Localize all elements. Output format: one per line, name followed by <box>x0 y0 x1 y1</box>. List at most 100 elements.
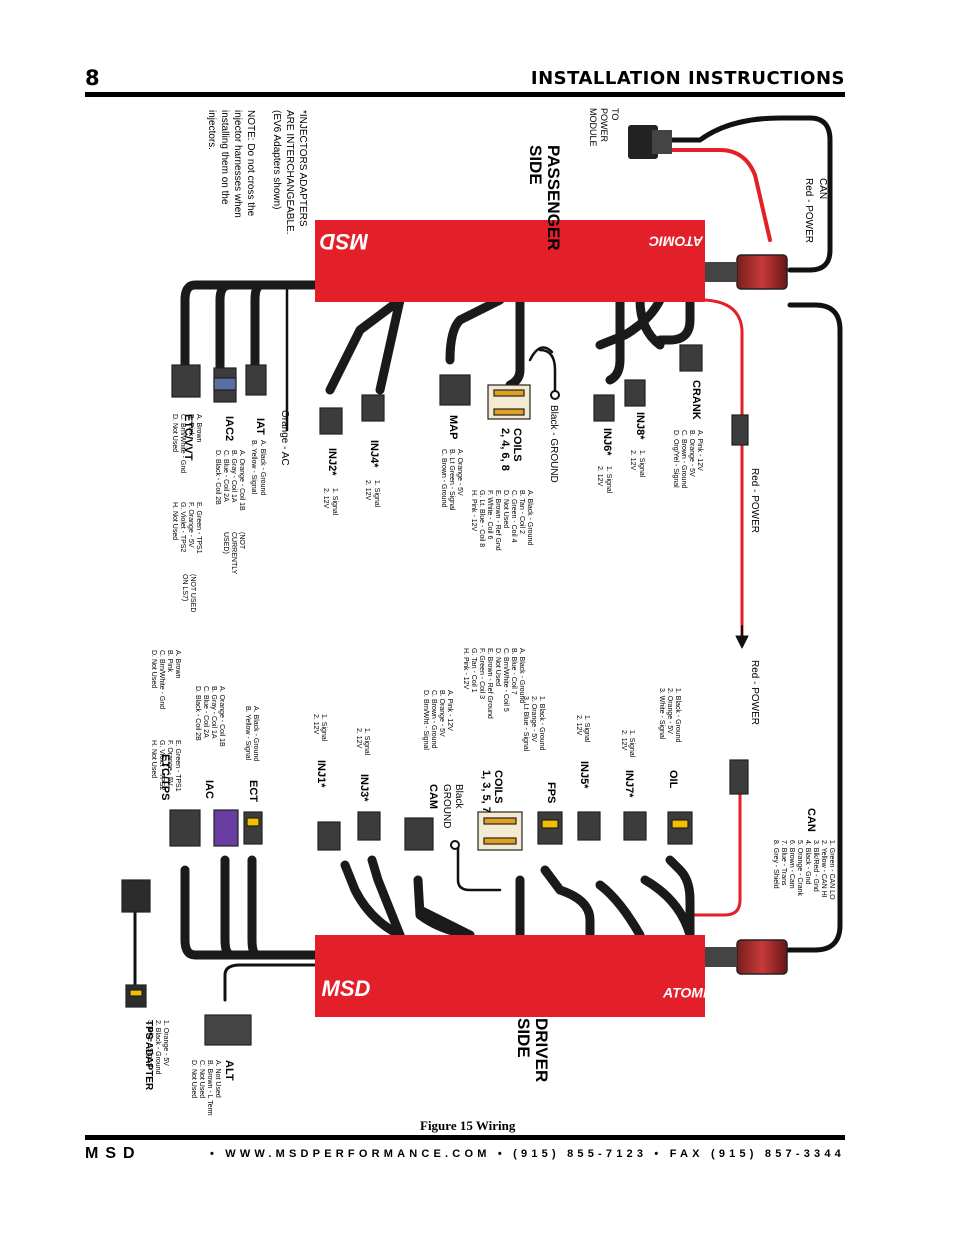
svg-text:D. Black - Coil 2B: D. Black - Coil 2B <box>194 686 201 741</box>
svg-text:(EV6 Adapters shown): (EV6 Adapters shown) <box>271 110 282 210</box>
svg-text:B. Yellow - Signal: B. Yellow - Signal <box>244 706 251 761</box>
svg-text:SIDE: SIDE <box>526 145 545 185</box>
svg-text:B. Tan - Coil 2: B. Tan - Coil 2 <box>518 490 525 534</box>
svg-text:A. Brown: A. Brown <box>195 414 202 443</box>
svg-text:1. Signal: 1. Signal <box>583 715 590 743</box>
harness-oil <box>665 855 695 940</box>
svg-text:INJ1*: INJ1* <box>315 760 327 788</box>
driver-module: MSD ATOMIC <box>315 935 718 1017</box>
svg-text:CAN: CAN <box>805 808 817 832</box>
svg-text:INJ3*: INJ3* <box>358 774 370 802</box>
iat-label: IAT A. Black - Ground B. Yellow - Signal <box>250 418 266 495</box>
inj1-connector <box>317 821 341 851</box>
svg-text:3. Lt Blue - Signal: 3. Lt Blue - Signal <box>522 696 529 752</box>
footer-contact: • WWW.MSDPERFORMANCE.COM • (915) 855-712… <box>209 1148 845 1160</box>
svg-text:Black: Black <box>453 784 464 809</box>
svg-text:ECT: ECT <box>247 780 259 802</box>
inj8-connector <box>624 379 646 407</box>
svg-text:7. Blue - Trans: 7. Blue - Trans <box>780 840 787 886</box>
svg-text:G. Violet - TPS2: G. Violet - TPS2 <box>179 502 186 552</box>
svg-text:IAT: IAT <box>254 418 266 435</box>
svg-text:C. Green - Coil 4: C. Green - Coil 4 <box>510 490 517 543</box>
svg-text:B. Gray - Coil 1A: B. Gray - Coil 1A <box>230 450 237 503</box>
inj1-label: 1. Signal 2. 12V INJ1* <box>312 714 327 788</box>
header-rule <box>85 92 845 97</box>
svg-text:2. Yellow - CAN HI: 2. Yellow - CAN HI <box>820 840 827 898</box>
svg-text:2. 12V: 2. 12V <box>322 488 329 509</box>
svg-text:A. Not Used: A. Not Used <box>214 1060 221 1098</box>
svg-text:C. Brown - Ground: C. Brown - Ground <box>430 690 437 748</box>
page-header: 8 INSTALLATION INSTRUCTIONS <box>85 66 845 92</box>
svg-text:E. Green - TPS1: E. Green - TPS1 <box>174 740 181 792</box>
svg-text:B. Orange - 5V: B. Orange - 5V <box>688 430 695 477</box>
svg-text:TPS ADAPTER: TPS ADAPTER <box>143 1020 154 1091</box>
etc-tps-label: A. Brown B. Pink C. Brn/White - Gnd D. N… <box>150 650 181 800</box>
svg-text:A. Black - Ground: A. Black - Ground <box>526 490 533 545</box>
svg-text:1. Orange - 5V: 1. Orange - 5V <box>162 1020 169 1066</box>
svg-text:2. Orange - 5V: 2. Orange - 5V <box>530 696 537 742</box>
iac2-label: IAC2 A. Orange - Coil 1B B. Gray - Coil … <box>214 416 245 575</box>
svg-text:C. Not Used: C. Not Used <box>198 1060 205 1098</box>
svg-text:2, 4, 6, 8: 2, 4, 6, 8 <box>499 428 511 471</box>
svg-text:MODULE: MODULE <box>588 108 598 147</box>
svg-text:F. Orange - 5V: F. Orange - 5V <box>166 740 173 786</box>
red-power-label-top: Red - POWER <box>803 178 814 243</box>
tps-adapter-connector-a <box>121 879 151 913</box>
svg-text:ALT: ALT <box>223 1060 235 1081</box>
map-connector <box>439 374 471 406</box>
svg-text:2. 12V: 2. 12V <box>312 714 319 735</box>
svg-text:PASSENGER: PASSENGER <box>544 145 563 251</box>
svg-text:USED): USED) <box>222 532 229 554</box>
passenger-module: MSD ATOMIC <box>315 220 705 302</box>
inj8-label: INJ8* 1. Signal 2. 12V <box>629 412 646 478</box>
iac-label: A. Orange - Coil 1B B. Gray - Coil 1A C.… <box>194 686 225 799</box>
harness-crank <box>655 295 695 345</box>
svg-text:D. Not Used: D. Not Used <box>494 648 501 686</box>
svg-text:H. Not Used: H. Not Used <box>150 740 157 778</box>
svg-text:B. Brown - L Term: B. Brown - L Term <box>206 1060 213 1116</box>
svg-text:B. Gray - Coil 1A: B. Gray - Coil 1A <box>210 686 217 739</box>
to-power-module-label: TO POWER MODULE <box>588 108 620 147</box>
svg-text:H. Pink - 12V: H. Pink - 12V <box>462 648 469 690</box>
ect-label: A. Black - Ground B. Yellow - Signal ECT <box>244 706 259 802</box>
svg-text:DRIVER: DRIVER <box>532 1018 551 1082</box>
svg-text:F. Orange - 5V: F. Orange - 5V <box>187 502 194 548</box>
fps-label: 1. Black - Ground 2. Orange - 5V 3. Lt B… <box>522 696 557 803</box>
svg-text:B. Lt Green - Signal: B. Lt Green - Signal <box>448 449 455 511</box>
svg-text:ETC/VVT: ETC/VVT <box>182 414 194 461</box>
etc-vvt-label: ETC/VVT A. Brown B. Pink C. Brn/White - … <box>171 414 202 612</box>
svg-text:1. Black - Ground: 1. Black - Ground <box>674 688 681 743</box>
svg-text:1. Signal: 1. Signal <box>320 714 327 742</box>
svg-text:C. Brn/White - Coil 5: C. Brn/White - Coil 5 <box>502 648 509 712</box>
passenger-brand: MSD <box>319 229 368 254</box>
svg-text:INJ2*: INJ2* <box>326 448 338 476</box>
tps-adapter-label: TPS ADAPTER 1. Orange - 5V 2. Black - Gr… <box>143 1020 169 1091</box>
driver-brand: MSD <box>322 976 371 1001</box>
footer-brand: MSD <box>85 1145 142 1162</box>
svg-text:COILS: COILS <box>511 428 523 462</box>
svg-text:A. Pink - 12V: A. Pink - 12V <box>446 690 453 731</box>
svg-text:3. White - Signal: 3. White - Signal <box>658 688 665 740</box>
svg-text:E. Green - TPS1: E. Green - TPS1 <box>195 502 202 554</box>
svg-text:1. Signal: 1. Signal <box>331 488 338 516</box>
svg-text:A. Orange - Coil 1B: A. Orange - Coil 1B <box>218 686 225 747</box>
can-wire-right <box>782 302 843 953</box>
svg-text:3. Blk/Red - Gnd: 3. Blk/Red - Gnd <box>812 840 819 892</box>
svg-text:2. 12V: 2. 12V <box>364 480 371 501</box>
svg-text:G. Lt. Blue - Coil 8: G. Lt. Blue - Coil 8 <box>478 490 485 547</box>
inj3-label: 1. Signal 2. 12V INJ3* <box>355 728 370 802</box>
svg-text:D. Org/Yel - Signal: D. Org/Yel - Signal <box>672 430 679 488</box>
inj2-connector <box>319 407 343 435</box>
svg-text:8. Grey - Shield: 8. Grey - Shield <box>772 840 779 889</box>
svg-text:C. Brn/White - Gnd: C. Brn/White - Gnd <box>179 414 186 473</box>
svg-text:2. Orange - 5V: 2. Orange - 5V <box>666 688 673 734</box>
red-power-wire-mid <box>703 298 744 642</box>
cam-connector <box>404 817 434 851</box>
coils-odd-label: COILS 1, 3, 5, 7 <box>480 770 504 813</box>
svg-text:IAC: IAC <box>203 780 215 799</box>
svg-text:NOTE: Do not cross the: NOTE: Do not cross the <box>245 110 256 217</box>
svg-text:FPS: FPS <box>545 782 557 803</box>
svg-text:ETC/TPS: ETC/TPS <box>159 754 171 800</box>
svg-text:INJ4*: INJ4* <box>368 440 380 468</box>
